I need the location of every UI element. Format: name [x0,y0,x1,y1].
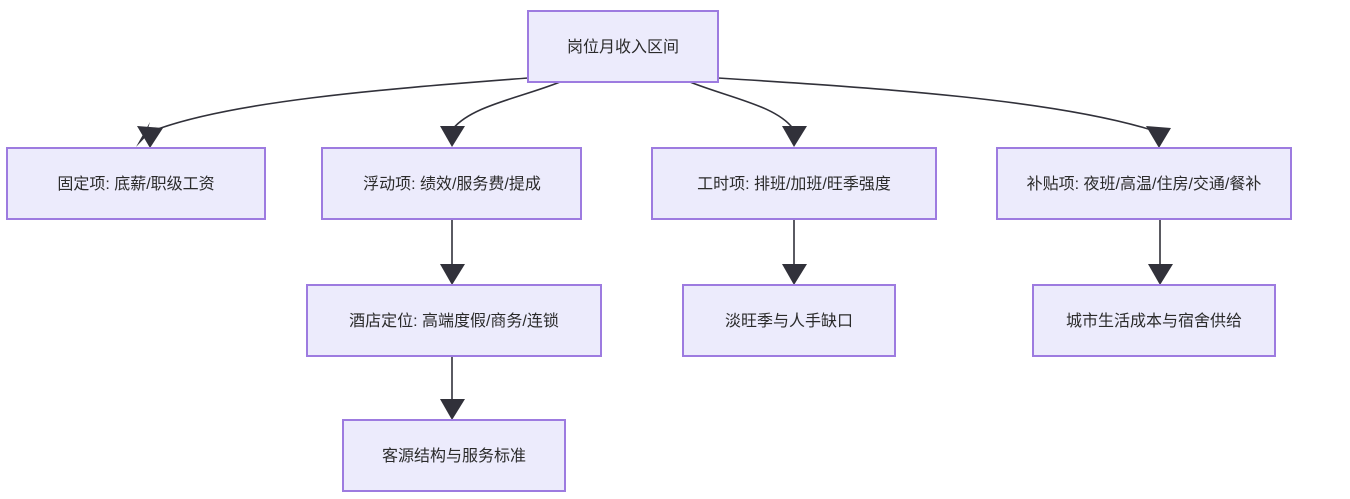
node-season-label: 淡旺季与人手缺口 [725,312,853,330]
arrow-head-icon [136,122,157,147]
arrow-head-icon [440,399,465,420]
edge-hotel-to-guest [440,356,465,420]
node-city-label: 城市生活成本与宿舍供给 [1066,312,1242,330]
edge-path [689,81,795,131]
edge-path [451,81,561,131]
node-guest-label: 客源结构与服务标准 [382,447,526,465]
edge-root-to-hours [689,81,807,147]
node-season-box[interactable] [682,284,896,357]
arrow-head-icon [440,264,465,285]
node-city-box[interactable] [1032,284,1276,357]
node-fixed-label: 固定项: 底薪/职级工资 [57,175,214,193]
edge-root-to-fixed [136,77,529,148]
edge-allowance-to-city [1148,219,1173,285]
node-hours-box[interactable] [651,147,937,220]
node-allowance-label: 补贴项: 夜班/高温/住房/交通/餐补 [1027,175,1262,193]
arrow-head-icon [440,126,465,147]
node-guest[interactable]: 客源结构与服务标准 [342,419,566,492]
node-hotel[interactable]: 酒店定位: 高端度假/商务/连锁 [306,284,602,357]
node-variable[interactable]: 浮动项: 绩效/服务费/提成 [321,147,582,220]
node-hotel-box[interactable] [306,284,602,357]
node-root[interactable]: 岗位月收入区间 [527,10,719,83]
node-allowance[interactable]: 补贴项: 夜班/高温/住房/交通/餐补 [996,147,1292,220]
node-hours[interactable]: 工时项: 排班/加班/旺季强度 [651,147,937,220]
node-variable-label: 浮动项: 绩效/服务费/提成 [363,175,541,193]
arrow-head-icon [137,126,163,148]
edge-layer [136,77,1173,420]
arrow-head-icon [1148,264,1173,285]
node-root-box[interactable] [527,10,719,83]
node-guest-box[interactable] [342,419,566,492]
node-city[interactable]: 城市生活成本与宿舍供给 [1032,284,1276,357]
node-variable-box[interactable] [321,147,582,220]
edge-root-to-allowance [717,77,1171,148]
edge-variable-to-hotel [440,219,465,285]
node-root-label: 岗位月收入区间 [567,38,679,56]
node-layer: 岗位月收入区间 固定项: 底薪/职级工资 浮动项: 绩效/服务费/提成 工时项:… [6,10,1292,492]
edge-path [717,77,1159,133]
node-hotel-label: 酒店定位: 高端度假/商务/连锁 [349,312,559,330]
node-season[interactable]: 淡旺季与人手缺口 [682,284,896,357]
edge-path [149,77,529,133]
edge-root-to-variable [440,81,561,147]
edge-hours-to-season [782,219,807,285]
arrow-head-icon [782,126,807,147]
node-fixed-box[interactable] [6,147,266,220]
node-fixed[interactable]: 固定项: 底薪/职级工资 [6,147,266,220]
node-hours-label: 工时项: 排班/加班/旺季强度 [697,175,891,193]
arrow-head-icon [782,264,807,285]
arrow-head-icon [1146,126,1171,148]
node-allowance-box[interactable] [996,147,1292,220]
